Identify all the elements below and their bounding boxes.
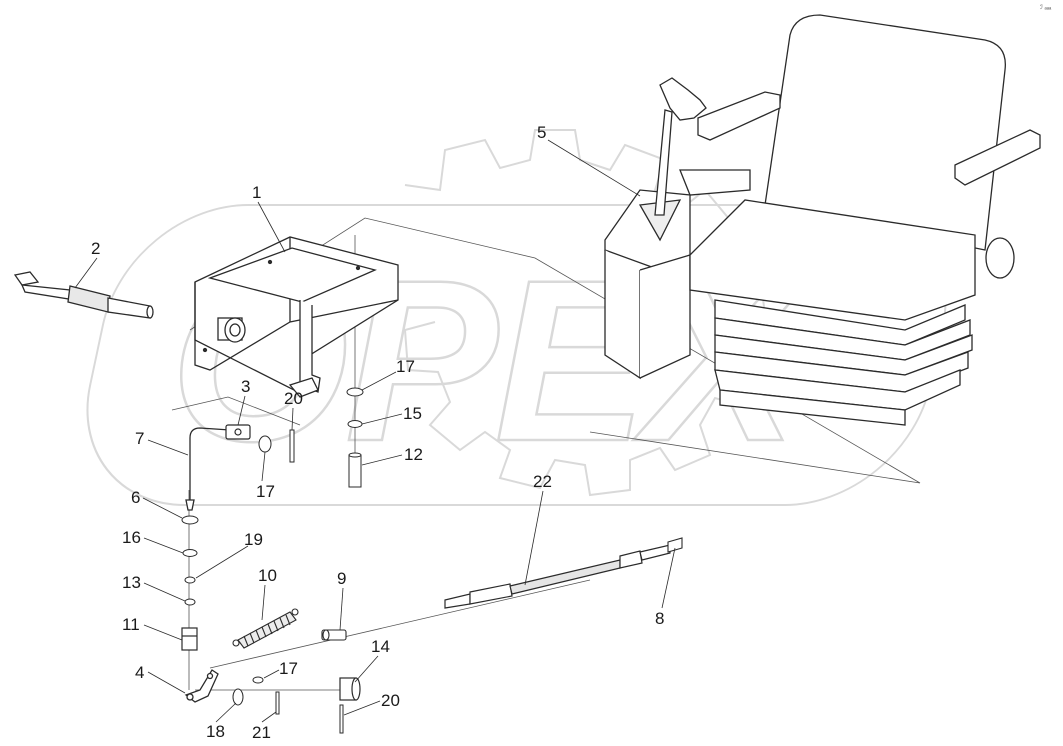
part-10-spring (232, 608, 299, 649)
part-6-washer (181, 515, 199, 525)
part-21-pin (275, 691, 280, 715)
part-20-pin-upper (289, 429, 295, 463)
part-20-pin-lower (339, 704, 344, 734)
part-1-bracket-box (194, 236, 399, 398)
seat (689, 14, 1041, 426)
part-13-nut (184, 598, 196, 606)
part-9-fitting (321, 629, 347, 641)
label-part-12: 12 (404, 445, 423, 464)
part-4-lever (184, 669, 219, 703)
label-part-5: 5 (537, 123, 547, 142)
label-part-18: 18 (206, 722, 225, 741)
part-22-cable (444, 544, 671, 609)
label-part-8: 8 (655, 609, 665, 628)
label-part-20-upper: 20 (284, 389, 303, 408)
label-part-7: 7 (135, 429, 145, 448)
label-part-1: 1 (252, 183, 262, 202)
label-part-16: 16 (122, 528, 141, 547)
corner-mark: ℐ ₐₐₐ (1040, 5, 1052, 11)
part-8-cable-end (667, 537, 683, 553)
label-part-19: 19 (244, 530, 263, 549)
part-17-washer-upper (258, 435, 272, 453)
label-part-3: 3 (241, 377, 251, 396)
label-part-9: 9 (337, 569, 347, 588)
part-16-washer (182, 549, 198, 557)
part-12-bolt (348, 452, 362, 488)
part-3-clamp (225, 424, 251, 440)
part-17-washer-box (346, 387, 364, 397)
label-part-17-lever: 17 (279, 659, 298, 678)
label-part-17-clamp: 17 (256, 482, 275, 501)
part-17-washer-lower (252, 676, 264, 684)
label-part-6: 6 (131, 488, 141, 507)
label-part-15: 15 (403, 404, 422, 423)
part-19-spring-washer (184, 576, 196, 584)
assembly-line-box-to-rod (171, 396, 301, 426)
label-part-4: 4 (135, 663, 145, 682)
label-part-17-box: 17 (396, 357, 415, 376)
label-part-22: 22 (533, 472, 552, 491)
label-part-10: 10 (258, 566, 277, 585)
label-part-11: 11 (122, 615, 140, 634)
label-part-21: 21 (252, 723, 271, 742)
part-15-washer (347, 420, 363, 428)
label-part-14: 14 (371, 637, 390, 656)
label-part-13: 13 (122, 573, 141, 592)
part-2-shaft (13, 271, 154, 319)
part-18-washer (232, 688, 244, 706)
label-part-20-lower: 20 (381, 691, 400, 710)
assembly-line-cable (209, 579, 591, 669)
part-11-block (181, 627, 198, 651)
part-5-control-console (604, 77, 751, 380)
part-14-axle (339, 677, 361, 701)
part-7-bent-rod (185, 427, 231, 511)
label-part-2: 2 (91, 239, 101, 258)
